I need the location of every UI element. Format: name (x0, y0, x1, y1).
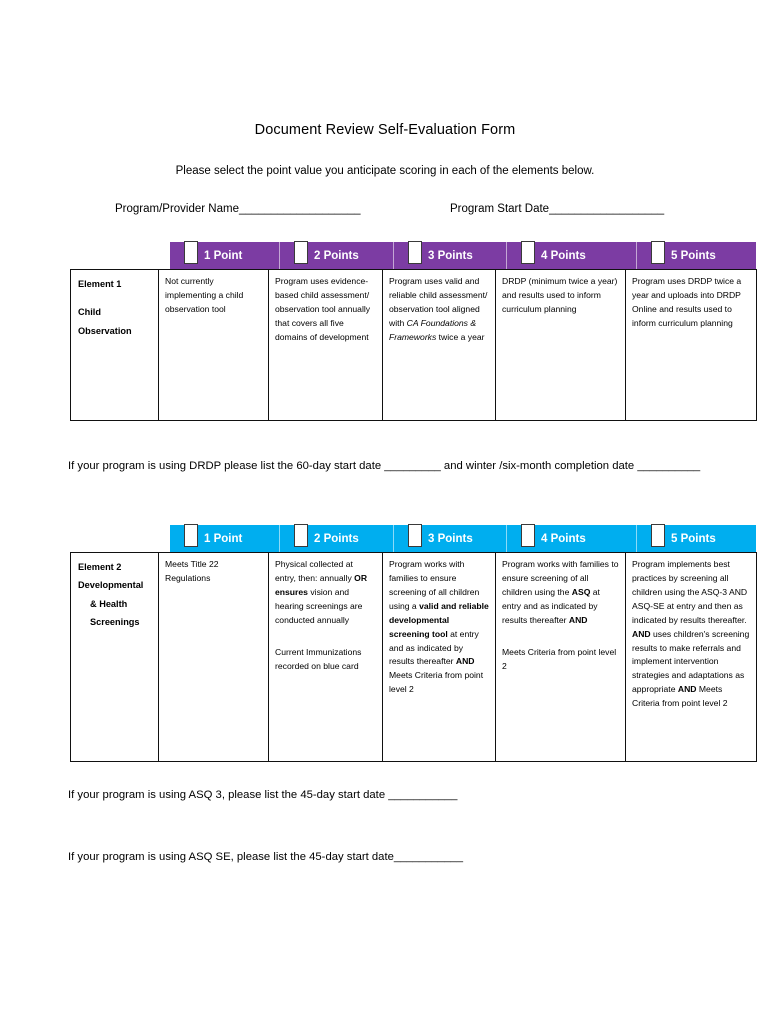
point-header-label: 1 Point (204, 249, 243, 262)
criteria-text: Program implements best practices by scr… (632, 558, 750, 711)
point-header-label: 3 Points (428, 249, 473, 262)
criteria-text: Program works with families to ensure sc… (502, 558, 619, 628)
criteria-text-bold: OR ensures (275, 572, 368, 597)
checkbox-icon[interactable] (294, 524, 308, 547)
spacer (78, 293, 152, 303)
checkbox-icon[interactable] (184, 241, 198, 264)
form-field-row: Program/Provider Name___________________… (70, 203, 760, 221)
criteria-text-bold1: ASQ (571, 586, 591, 597)
criteria-text-italic: CA Foundations & Frameworks (389, 317, 477, 342)
element2-point5-cell[interactable]: Program implements best practices by scr… (625, 552, 757, 762)
note-asq3[interactable]: If your program is using ASQ 3, please l… (68, 789, 458, 801)
element1-table: Element 1 Child Observation Not currentl… (70, 269, 757, 421)
point-header-5[interactable]: 5 Points (637, 241, 756, 269)
criteria-text-pre: Program implements best practices by scr… (632, 559, 748, 625)
checkbox-icon[interactable] (294, 241, 308, 264)
point-header-2[interactable]: 2 Points (280, 241, 394, 269)
element1-title-line1: Element 1 (78, 279, 122, 289)
element2-point2-cell[interactable]: Physical collected at entry, then: annua… (268, 552, 383, 762)
element2-title-line2: Developmental (78, 580, 144, 591)
element1-point4-cell[interactable]: DRDP (minimum twice a year) and results … (495, 269, 626, 421)
criteria-text: Program uses DRDP twice a year and uploa… (632, 276, 742, 328)
criteria-text-post: Meets Criteria from point level 2 (632, 684, 728, 709)
checkbox-icon[interactable] (651, 524, 665, 547)
point-header-3[interactable]: 3 Points (394, 241, 507, 269)
point-header-3[interactable]: 3 Points (394, 524, 507, 552)
criteria-text: Program uses valid and reliable child as… (389, 275, 489, 345)
point-header-5[interactable]: 5 Points (637, 524, 756, 552)
point-header-1[interactable]: 1 Point (170, 241, 280, 269)
checkbox-icon[interactable] (521, 524, 535, 547)
program-provider-name-field[interactable]: Program/Provider Name___________________ (115, 203, 361, 215)
criteria-text-bold1: valid and reliable developmental screeni… (389, 600, 489, 639)
checkbox-icon[interactable] (408, 524, 422, 547)
criteria-text-bold2: AND (677, 684, 697, 695)
element1-title-cell: Element 1 Child Observation (70, 269, 159, 421)
point-header-label: 2 Points (314, 249, 359, 262)
element2-title-line4: Screenings (90, 617, 140, 628)
criteria-text-mid: at entry and as indicated by results the… (502, 586, 600, 625)
criteria-text-post: vision and hearing screenings are conduc… (275, 586, 363, 625)
note-drdp[interactable]: If your program is using DRDP please lis… (68, 460, 701, 472)
element2-title-line3: & Health (90, 598, 128, 609)
element1-point-header-band: 1 Point 2 Points 3 Points 4 Points 5 Poi… (170, 241, 756, 269)
element2-table: Element 2 Developmental & Health Screeni… (70, 552, 757, 762)
element1-point1-cell[interactable]: Not currently implementing a child obser… (158, 269, 269, 421)
criteria-text: DRDP (minimum twice a year) and results … (502, 276, 618, 314)
criteria-text: Meets Title 22 Regulations (165, 559, 219, 583)
point-header-4[interactable]: 4 Points (507, 241, 637, 269)
point-header-label: 5 Points (671, 249, 716, 262)
checkbox-icon[interactable] (184, 524, 198, 547)
element2-point-header-band: 1 Point 2 Points 3 Points 4 Points 5 Poi… (170, 524, 756, 552)
criteria-text-second-para: Meets Criteria from point level 2 (502, 646, 617, 671)
criteria-text-post: Meets Criteria from point level 2 (389, 670, 484, 695)
element2-point1-cell[interactable]: Meets Title 22 Regulations (158, 552, 269, 762)
page-subtitle: Please select the point value you antici… (175, 165, 595, 177)
criteria-text-mid: at entry and as indicated by results the… (389, 628, 479, 667)
point-header-label: 4 Points (541, 249, 586, 262)
checkbox-icon[interactable] (521, 241, 535, 264)
note-asq-se[interactable]: If your program is using ASQ SE, please … (68, 851, 463, 863)
element1-point2-cell[interactable]: Program uses evidence-based child assess… (268, 269, 383, 421)
table-row: Element 2 Developmental & Health Screeni… (70, 552, 757, 762)
program-start-date-field[interactable]: Program Start Date__________________ (450, 203, 665, 215)
element1-point3-cell[interactable]: Program uses valid and reliable child as… (382, 269, 496, 421)
point-header-4[interactable]: 4 Points (507, 524, 637, 552)
criteria-text-pre: Program works with families to ensure sc… (389, 559, 480, 611)
criteria-text-bold2: AND (455, 656, 475, 667)
element2-point4-cell[interactable]: Program works with families to ensure sc… (495, 552, 626, 762)
table-row: Element 1 Child Observation Not currentl… (70, 269, 757, 421)
criteria-text: Program uses evidence-based child assess… (275, 276, 371, 342)
point-header-label: 2 Points (314, 532, 359, 545)
element2-point3-cell[interactable]: Program works with families to ensure sc… (382, 552, 496, 762)
criteria-text: Program works with families to ensure sc… (389, 558, 489, 697)
element2-title-cell: Element 2 Developmental & Health Screeni… (70, 552, 159, 762)
point-header-2[interactable]: 2 Points (280, 524, 394, 552)
page-title: Document Review Self-Evaluation Form (254, 122, 516, 138)
criteria-text-bold1: AND (632, 628, 651, 639)
criteria-text-pre: Program uses valid and reliable child as… (389, 276, 488, 328)
element1-point5-cell[interactable]: Program uses DRDP twice a year and uploa… (625, 269, 757, 421)
criteria-text-bold2: AND (568, 614, 588, 625)
element2-title-line1: Element 2 (78, 562, 122, 572)
checkbox-icon[interactable] (408, 241, 422, 264)
criteria-text-mid: uses children's screening results to mak… (632, 628, 750, 695)
criteria-text-post: twice a year (436, 331, 485, 342)
checkbox-icon[interactable] (651, 241, 665, 264)
criteria-text: Not currently implementing a child obser… (165, 276, 244, 314)
point-header-label: 3 Points (428, 532, 473, 545)
criteria-text-pre: Program works with families to ensure sc… (502, 559, 619, 597)
point-header-label: 4 Points (541, 532, 586, 545)
point-header-label: 5 Points (671, 532, 716, 545)
point-header-label: 1 Point (204, 532, 243, 545)
element1-title-line2: Child Observation (78, 307, 132, 336)
criteria-text-second-para: Current Immunizations recorded on blue c… (275, 646, 362, 671)
point-header-1[interactable]: 1 Point (170, 524, 280, 552)
criteria-text-pre: Physical collected at entry, then: annua… (275, 559, 355, 583)
criteria-text: Physical collected at entry, then: annua… (275, 558, 376, 628)
